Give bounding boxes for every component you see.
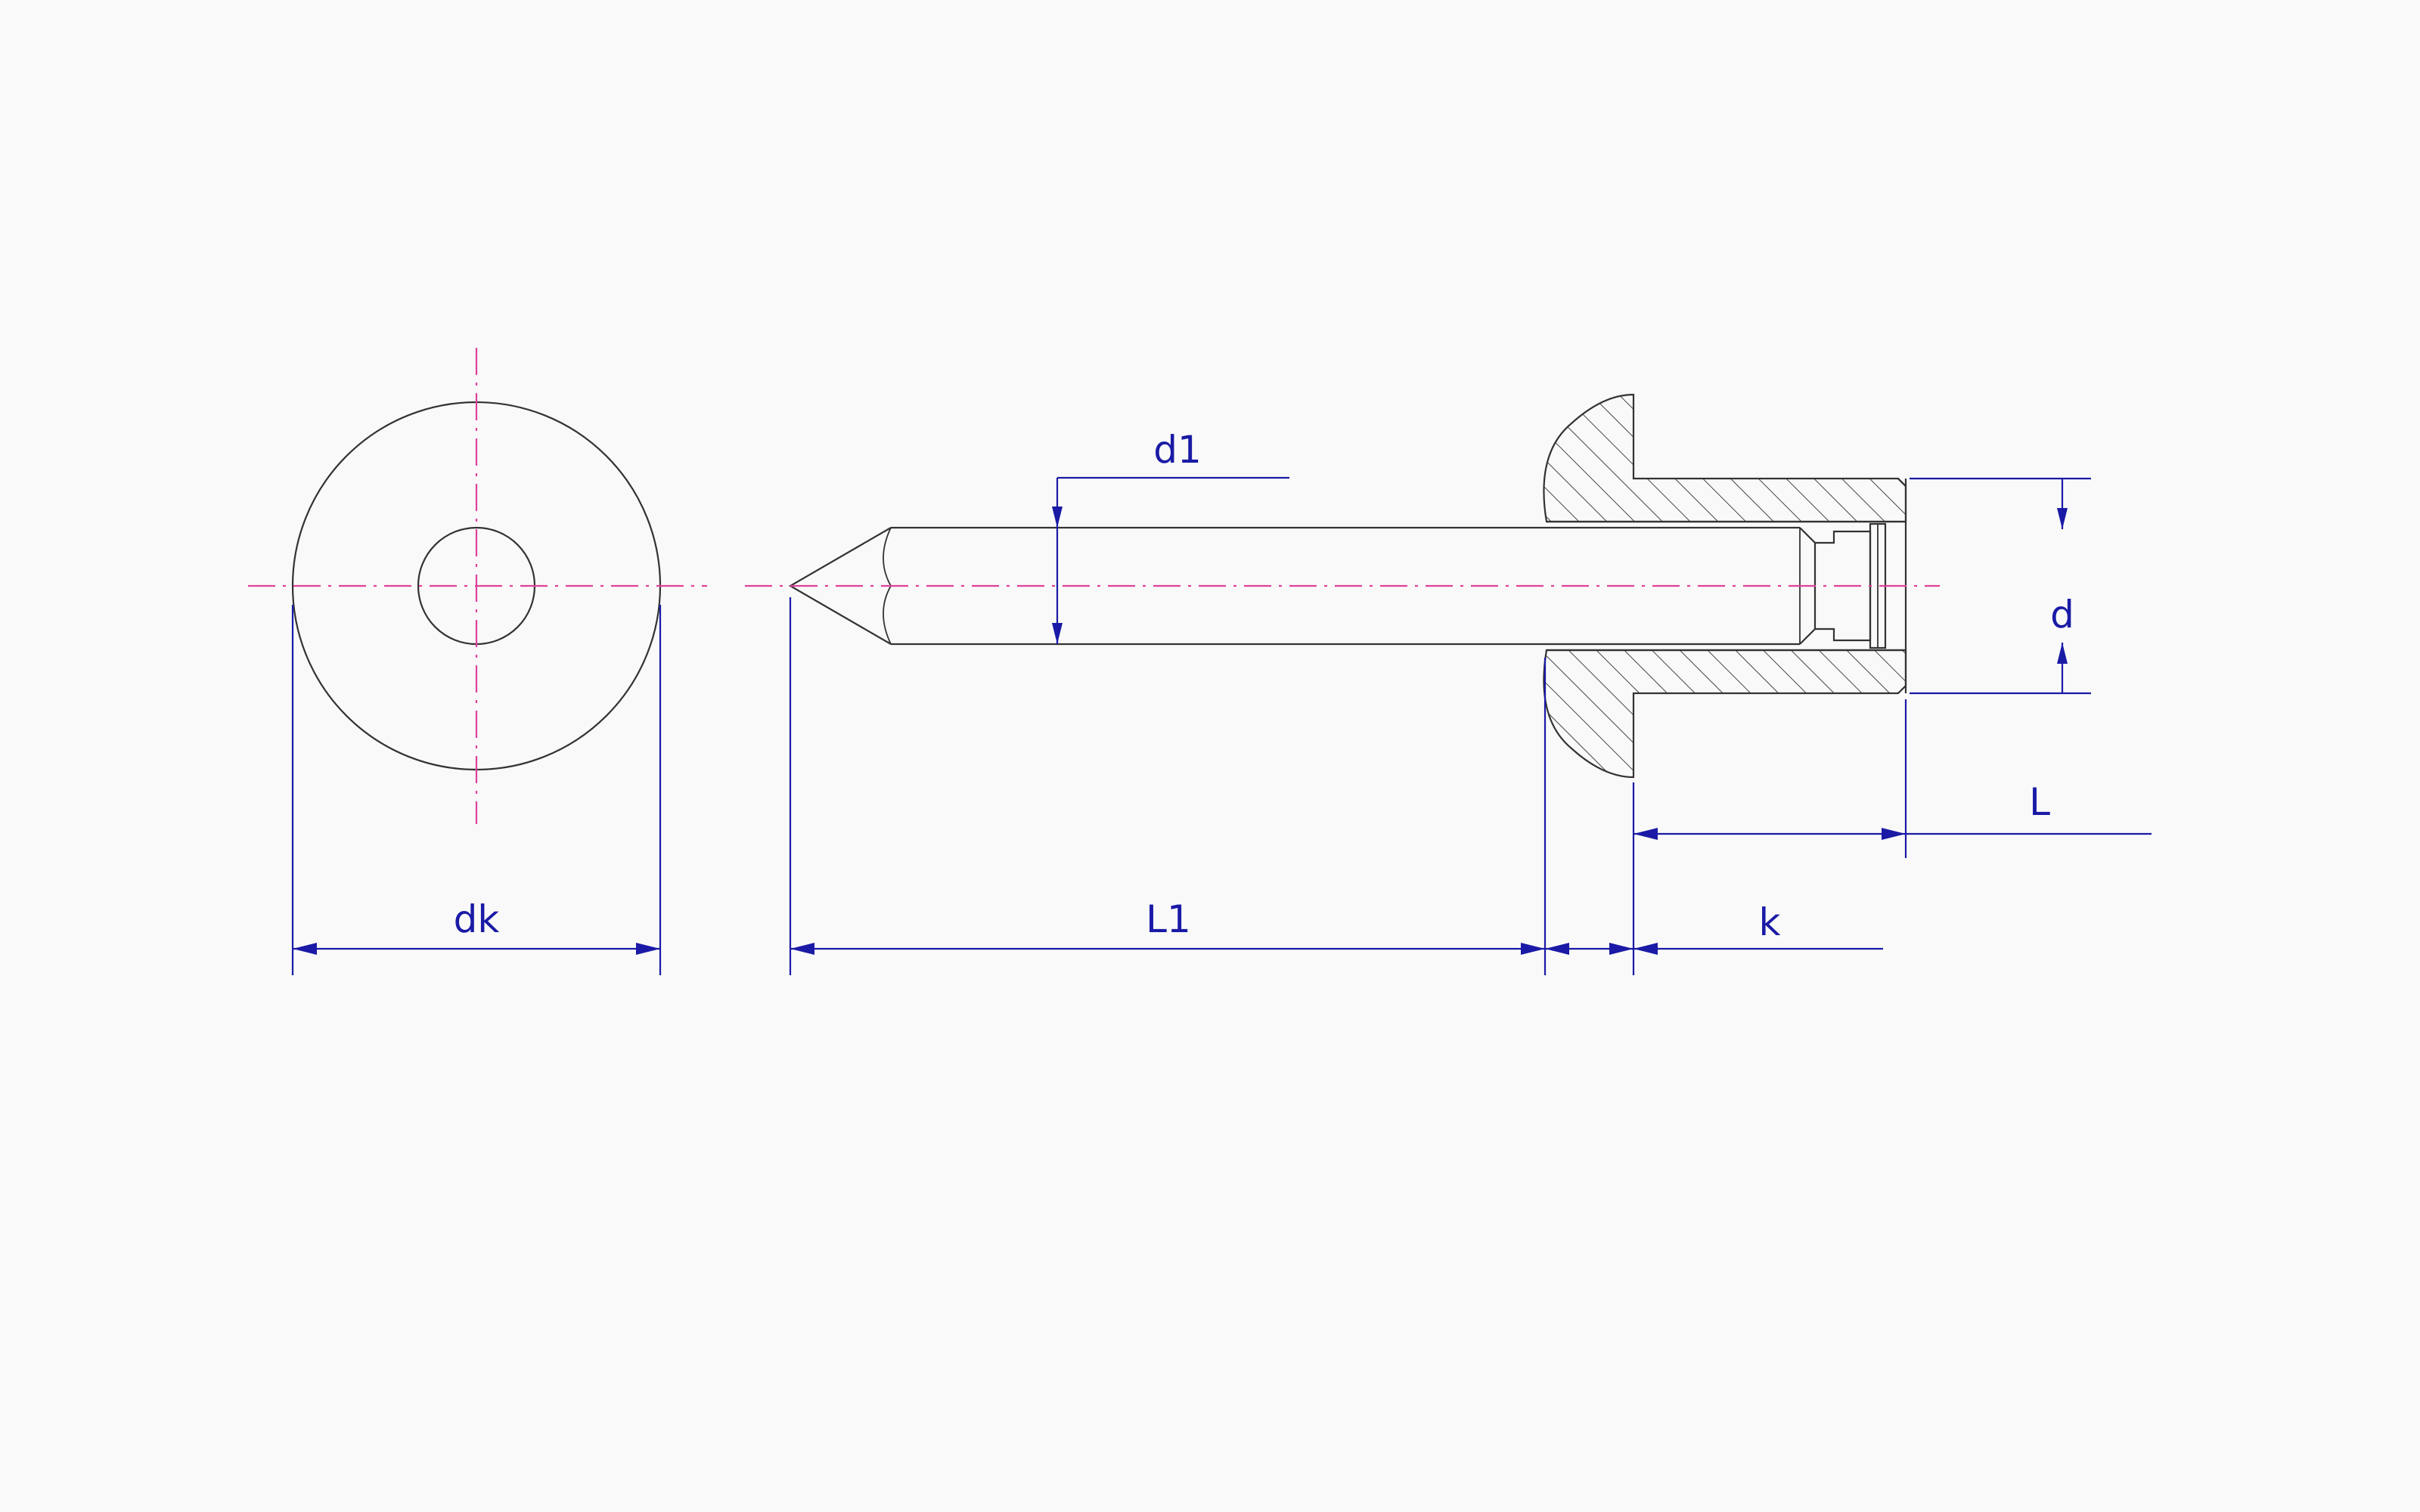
rivet-body-upper (1543, 393, 1907, 523)
rivet-body-lower (1543, 649, 1907, 779)
dimension-label-L: L (2029, 780, 2050, 824)
dimension-d: d (1910, 477, 2091, 695)
dimension-L: L (1634, 699, 2152, 858)
dimension-label-d: d (2050, 593, 2074, 637)
dimension-label-d1: d1 (1153, 428, 1202, 472)
end-view (248, 348, 707, 824)
dimension-label-dk: dk (454, 897, 500, 941)
dimension-dk: dk (291, 605, 662, 975)
dimension-L1: L1 (789, 597, 1547, 975)
dimension-d1: d1 (1052, 428, 1289, 644)
dimension-k: k (1545, 782, 1883, 975)
dimension-label-k: k (1759, 900, 1781, 944)
dimension-label-L1: L1 (1146, 897, 1191, 941)
